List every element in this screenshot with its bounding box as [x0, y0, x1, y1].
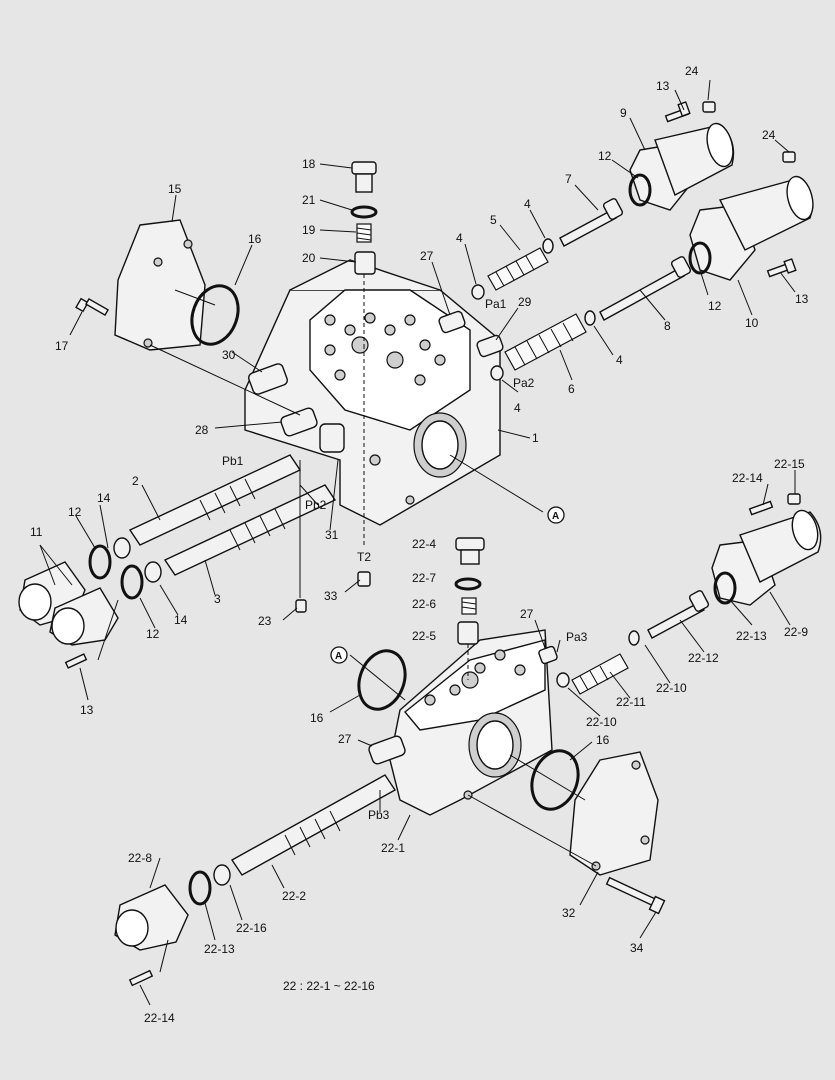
callout-27: 27	[338, 732, 352, 746]
callout-22-13: 22-13	[204, 942, 235, 956]
callout-12: 12	[146, 627, 160, 641]
callout-22-16: 22-16	[236, 921, 267, 935]
callout-22-1: 22-1	[381, 841, 405, 855]
spool-22-2-cap-22-8	[114, 774, 397, 987]
o-ring-16-upper	[190, 284, 240, 346]
callout-30: 30	[222, 348, 236, 362]
callout-12: 12	[68, 505, 82, 519]
callout-22-6: 22-6	[412, 597, 436, 611]
callout-21: 21	[302, 193, 316, 207]
callout-19: 19	[302, 223, 316, 237]
callout-11: 11	[30, 525, 43, 539]
port-label-pb2: Pb2	[305, 498, 327, 512]
callout-16: 16	[596, 733, 610, 747]
callout-14: 14	[97, 491, 111, 505]
cap-22-9-assembly	[556, 493, 822, 695]
callout-13: 13	[656, 79, 670, 93]
callout-16: 16	[248, 232, 262, 246]
reference-label: A	[335, 651, 342, 662]
callout-22-8: 22-8	[128, 851, 152, 865]
callout-22-10: 22-10	[586, 715, 617, 729]
callout-34: 34	[630, 941, 644, 955]
callout-20: 20	[302, 251, 316, 265]
callout-8: 8	[664, 319, 671, 333]
callout-4: 4	[514, 401, 521, 415]
callout-32: 32	[562, 906, 576, 920]
callout-7: 7	[565, 172, 572, 186]
port-label-pb3: Pb3	[368, 808, 390, 822]
callout-13: 13	[80, 703, 94, 717]
callout-22-9: 22-9	[784, 625, 808, 639]
reference-label: A	[552, 511, 559, 522]
callout-27: 27	[520, 607, 534, 621]
callout-15: 15	[168, 182, 182, 196]
callout-22-15: 22-15	[774, 457, 805, 471]
callout-6: 6	[568, 382, 575, 396]
port-label-pb1: Pb1	[222, 454, 244, 468]
callout-12: 12	[708, 299, 722, 313]
callout-4: 4	[524, 197, 531, 211]
callout-10: 10	[745, 316, 759, 330]
callout-23: 23	[258, 614, 272, 628]
callout-29: 29	[518, 295, 532, 309]
callout-24: 24	[762, 128, 776, 142]
port-label-pa3: Pa3	[566, 630, 588, 644]
bolts-13-caps-24	[664, 101, 797, 278]
callout-1: 1	[532, 431, 539, 445]
spring-spool-assembly-upper	[471, 198, 692, 381]
plug-assembly-22-4	[454, 537, 485, 680]
callout-labels: 24 13 9 24 12 7 18 21 19 20 15 16 5 4 4 …	[30, 64, 809, 1025]
callout-22-2: 22-2	[282, 889, 306, 903]
plug-assembly-18-21	[350, 161, 378, 345]
callout-22-11: 22-11	[616, 695, 646, 709]
callout-22-7: 22-7	[412, 571, 436, 585]
callout-18: 18	[302, 157, 316, 171]
covers-9-10	[628, 122, 814, 281]
cover-32	[357, 649, 666, 915]
callout-4: 4	[616, 353, 623, 367]
callout-12: 12	[598, 149, 612, 163]
callout-13: 13	[795, 292, 809, 306]
callout-5: 5	[490, 213, 497, 227]
valve-body-1	[244, 259, 501, 526]
callout-22-5: 22-5	[412, 629, 436, 643]
callout-22-10: 22-10	[656, 681, 687, 695]
port-label-pa2: Pa2	[513, 376, 535, 390]
callout-14: 14	[174, 613, 188, 627]
callout-22-14: 22-14	[144, 1011, 175, 1025]
reference-marker-a-lower: A	[330, 646, 348, 664]
callout-22-13: 22-13	[736, 629, 767, 643]
bolt-17	[75, 297, 109, 317]
reference-marker-a-upper: A	[547, 506, 565, 524]
callout-17: 17	[55, 339, 69, 353]
leader-lines	[39, 79, 796, 1006]
callout-24: 24	[685, 64, 699, 78]
callout-4: 4	[456, 231, 463, 245]
port-label-pa1: Pa1	[485, 297, 507, 311]
callout-28: 28	[195, 423, 209, 437]
port-fittings-upper	[248, 310, 504, 453]
callout-33: 33	[324, 589, 338, 603]
callout-16: 16	[310, 711, 324, 725]
callout-22-4: 22-4	[412, 537, 436, 551]
cover-15	[114, 219, 301, 416]
callout-31: 31	[325, 528, 339, 542]
callout-22-14: 22-14	[732, 471, 763, 485]
callout-9: 9	[620, 106, 627, 120]
section-body-22-1	[368, 629, 558, 816]
spools-2-3-caps-11	[18, 454, 371, 669]
callout-2: 2	[132, 474, 139, 488]
callout-3: 3	[214, 592, 221, 606]
callout-27: 27	[420, 249, 434, 263]
port-label-t2: T2	[357, 550, 371, 564]
assembly-note: 22 : 22-1 ~ 22-16	[283, 979, 375, 993]
callout-22-12: 22-12	[688, 651, 719, 665]
